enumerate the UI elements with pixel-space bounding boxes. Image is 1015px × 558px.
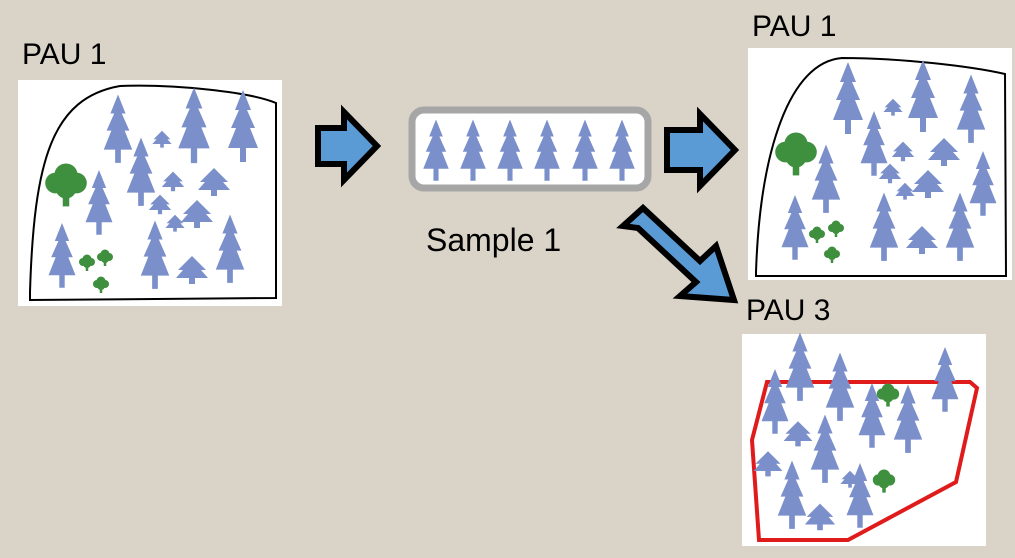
pau-boundary xyxy=(29,84,277,302)
arrow-to-pau1-right xyxy=(664,106,740,194)
pau1-left-panel xyxy=(18,80,282,306)
sample-container xyxy=(408,106,652,192)
sample-label: Sample 1 xyxy=(426,222,562,258)
pau1-right-label: PAU 1 xyxy=(752,10,837,43)
sample-box xyxy=(408,106,652,192)
pau3-label: PAU 3 xyxy=(746,294,831,327)
arrow-to-pau3 xyxy=(616,203,739,304)
pau3-boundary xyxy=(749,380,980,542)
pau1-left-label: PAU 1 xyxy=(22,38,107,71)
pau-boundary xyxy=(755,56,1008,277)
pau1-right-panel xyxy=(748,48,1012,280)
pau3-panel xyxy=(742,332,986,546)
arrow-to-sample xyxy=(315,104,382,188)
